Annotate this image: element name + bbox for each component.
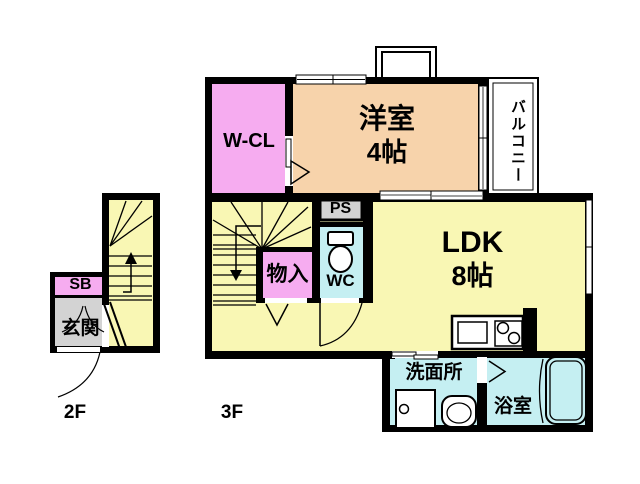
top-bay-outline xyxy=(375,46,437,81)
bathroom-door-marker xyxy=(488,360,507,383)
label-wc: WC xyxy=(326,271,355,290)
storage-fill xyxy=(263,252,312,298)
label-western-room-size: 4帖 xyxy=(366,137,408,167)
stairs-3f-arrowhead xyxy=(230,270,242,281)
stairs-2f-up-arrow xyxy=(123,262,132,293)
storage-door-marker xyxy=(265,303,289,327)
label-storage: 物入 xyxy=(266,263,309,286)
balcony-outline xyxy=(487,77,539,196)
bathroom-fill xyxy=(487,357,585,425)
bathtub-icon xyxy=(538,356,587,425)
kitchen-sink xyxy=(457,321,488,344)
doors xyxy=(57,159,507,398)
sliding-door-western-ldk xyxy=(379,190,433,201)
wash-basin-icon xyxy=(441,395,477,428)
label-pipe-space: PS xyxy=(329,200,352,217)
label-western-room: 洋室 xyxy=(358,103,415,134)
shoebox-door-swing-left xyxy=(61,305,84,333)
entrance-inner-door xyxy=(103,303,121,350)
stairs-2f xyxy=(109,200,153,301)
stairs-3f xyxy=(212,201,312,306)
wc-door-swing xyxy=(319,302,363,347)
stairs-3f-down-arrow xyxy=(235,225,261,272)
western-room-door-marker xyxy=(290,159,311,186)
washing-machine-icon xyxy=(395,389,436,429)
entrance-exterior-door-swing xyxy=(57,351,101,398)
toilet-icon xyxy=(327,231,354,273)
label-bathroom: 浴室 xyxy=(493,396,532,417)
label-entrance: 玄関 xyxy=(61,318,100,339)
label-balcony: バルコニー xyxy=(509,98,526,184)
label-ldk: LDK xyxy=(441,226,504,259)
wcl-fill xyxy=(212,84,285,194)
shoebox-door-swing-right xyxy=(84,305,105,333)
windows xyxy=(295,74,593,295)
sb-fill xyxy=(55,277,107,296)
label-shoe-box: SB xyxy=(69,276,92,293)
western-room-fill xyxy=(293,84,478,194)
label-floor-2f: 2F xyxy=(63,402,87,423)
entrance-fill xyxy=(55,298,107,347)
kitchen-counter-icon xyxy=(450,314,525,351)
stairs-2f-arrowhead xyxy=(125,252,137,264)
label-floor-3f: 3F xyxy=(220,402,244,423)
label-wcl: W-CL xyxy=(223,130,275,152)
wcl-door-panel xyxy=(285,138,292,168)
sliding-door-ldk-washroom xyxy=(285,138,439,360)
pipe-space-box xyxy=(318,198,364,222)
label-washroom: 洗面所 xyxy=(405,362,463,383)
label-ldk-size: 8帖 xyxy=(451,261,494,291)
